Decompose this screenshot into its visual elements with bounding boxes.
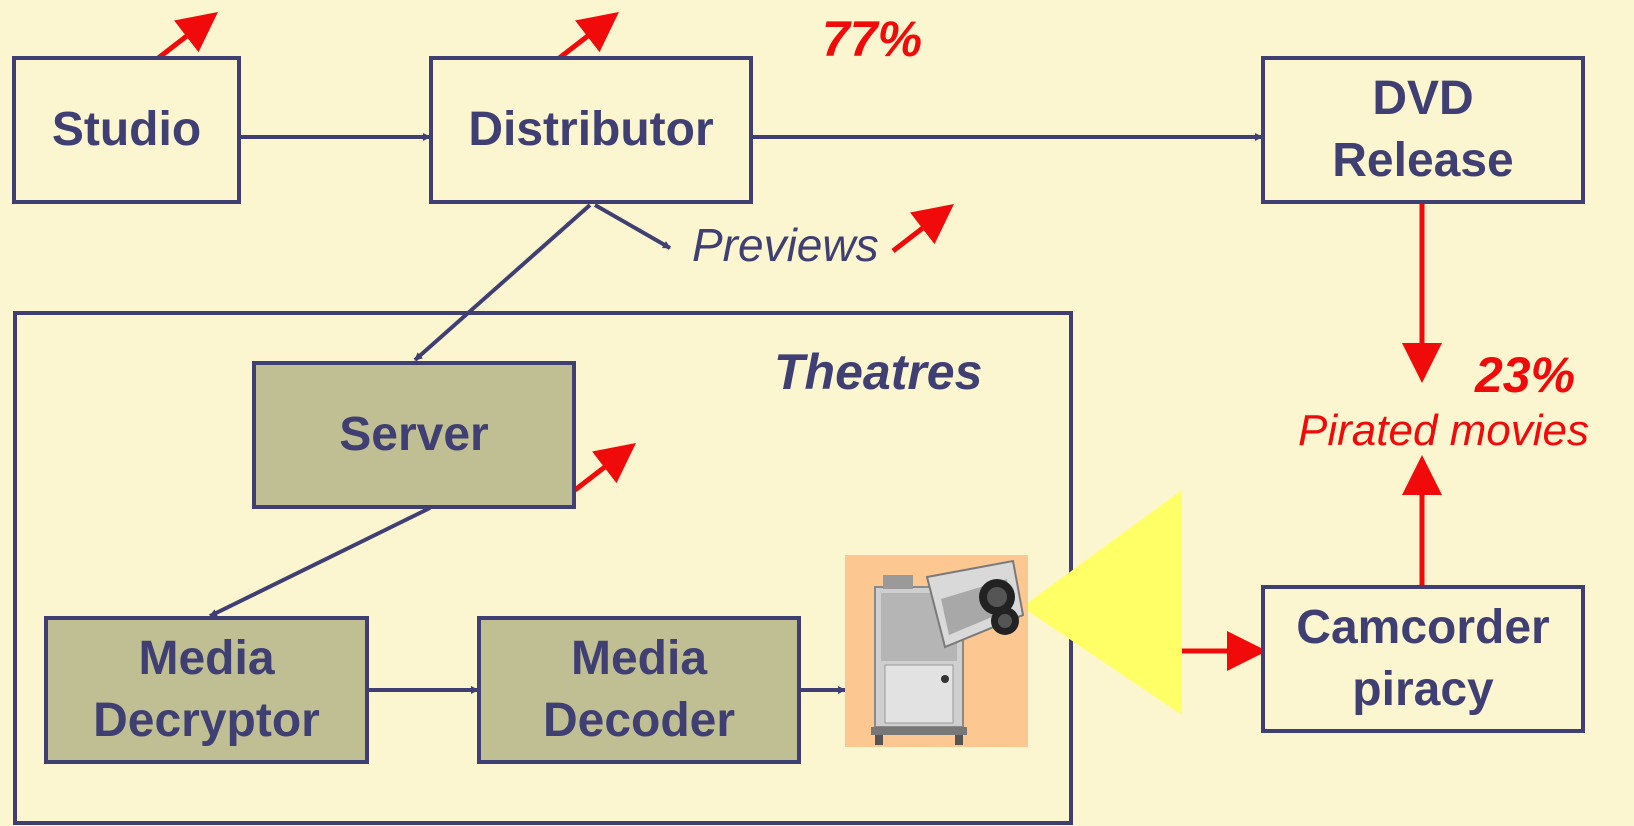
increase-arrow-previews	[891, 203, 954, 253]
decryptor-label-line1: Media	[138, 632, 275, 685]
decoder-label-line1: Media	[570, 632, 708, 685]
studio-label: Studio	[51, 103, 202, 156]
studio-box: Studio	[12, 56, 241, 204]
distributor-box: Distributor	[429, 56, 753, 204]
decoder-label-line2: Decoder	[542, 694, 736, 747]
server-box: Server	[252, 361, 576, 509]
digital-projector-image	[845, 555, 1028, 747]
camcorder-piracy-box: Camcorder piracy	[1261, 585, 1585, 733]
increase-arrow-studio	[155, 11, 218, 61]
percent-77-label: 77%	[822, 11, 923, 67]
media-decryptor-box: Media Decryptor	[44, 616, 369, 764]
camcorder-label-line1: Camcorder	[1296, 601, 1550, 654]
percent-23-label: 23%	[1475, 347, 1576, 403]
projection-beam	[1022, 490, 1182, 715]
media-decoder-box: Media Decoder	[477, 616, 801, 764]
dvd-release-box: DVD Release	[1261, 56, 1585, 204]
decryptor-label-line2: Decryptor	[93, 694, 320, 747]
arrow-server-decryptor	[209, 506, 431, 618]
camcorder-label-line2: piracy	[1352, 663, 1494, 716]
theatres-label: Theatres	[774, 344, 983, 400]
arrow-distributor-previews	[594, 203, 671, 250]
arrow-distributor-server	[413, 203, 592, 362]
distributor-label: Distributor	[468, 103, 714, 156]
increase-arrow-distributor	[556, 11, 619, 61]
increase-arrow-server	[573, 442, 636, 492]
pirated-movies-label: Pirated movies	[1298, 406, 1590, 455]
dvd-label-line2: Release	[1332, 134, 1514, 187]
dvd-label-line1: DVD	[1372, 72, 1474, 125]
server-label: Server	[339, 408, 489, 461]
theatres-frame	[13, 311, 1073, 825]
previews-label: Previews	[692, 219, 879, 271]
